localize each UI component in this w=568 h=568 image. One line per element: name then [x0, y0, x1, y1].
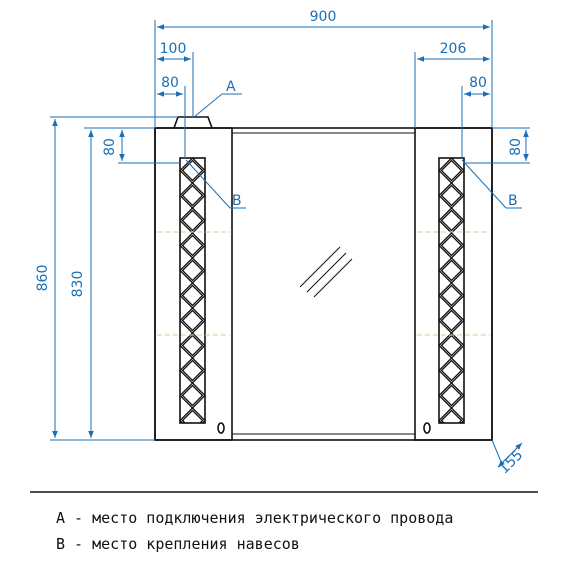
dim-left-hanger-label: 80 — [161, 75, 179, 91]
marker-a-leader: A — [193, 79, 242, 118]
legend-item-a: A - место подключения электрического про… — [56, 509, 454, 527]
dim-depth-label: 155 — [496, 447, 526, 477]
right-lattice-panel — [438, 157, 465, 424]
marker-a-label: A — [226, 79, 236, 95]
cabinet-outline — [154, 116, 493, 441]
dim-right-offset-label: 206 — [440, 41, 467, 57]
dim-left-vertical-label: 80 — [102, 138, 118, 156]
mirror-hatch — [299, 246, 353, 298]
legend-item-b: B - место крепления навесов — [56, 535, 300, 553]
dim-right-hanger: 80 — [461, 75, 490, 158]
dim-left-hanger: 80 — [157, 75, 186, 158]
dim-total-width: 900 — [154, 9, 493, 128]
left-handle — [217, 422, 225, 434]
dim-right-vertical-label: 80 — [508, 138, 524, 156]
marker-b-left-leader: B — [185, 159, 246, 209]
right-handle — [423, 422, 431, 434]
dim-left-offset-label: 100 — [160, 41, 187, 57]
wire-outlet — [173, 116, 213, 129]
dim-total-width-label: 900 — [310, 9, 337, 25]
dim-body-height-label: 830 — [70, 271, 86, 298]
dim-body-height: 830 — [70, 127, 155, 438]
shelf-guides — [157, 231, 490, 336]
marker-b-right-leader: B — [461, 159, 522, 209]
dim-depth: 155 — [491, 439, 526, 477]
dim-left-offset: 100 — [157, 41, 194, 117]
dim-left-vertical: 80 — [102, 130, 180, 164]
marker-b-left-label: B — [232, 193, 242, 209]
dim-right-hanger-label: 80 — [469, 75, 487, 91]
dim-right-offset: 206 — [414, 41, 490, 128]
dim-right-vertical: 80 — [464, 127, 530, 164]
dim-overall-height: 860 — [35, 116, 178, 441]
dim-overall-height-label: 860 — [35, 265, 51, 292]
marker-b-right-label: B — [508, 193, 518, 209]
left-lattice-panel — [179, 157, 206, 424]
